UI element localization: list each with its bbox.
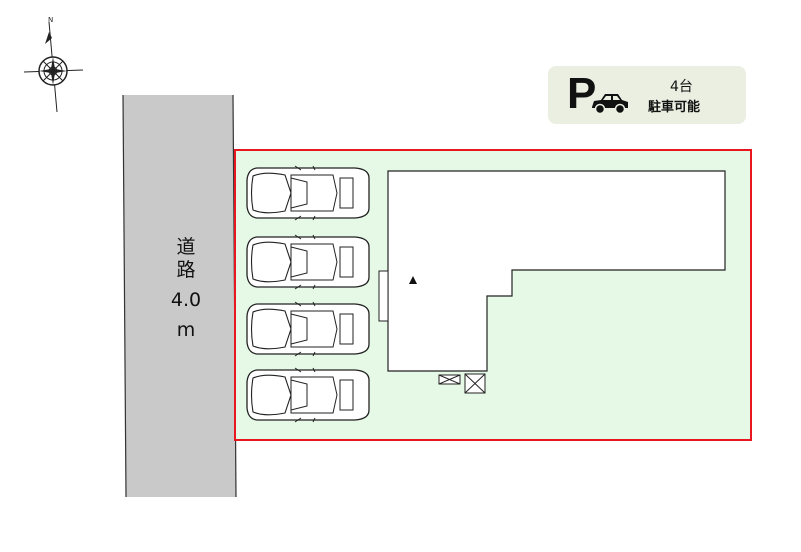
compass-rose-icon: N — [23, 16, 84, 113]
entrance-porch — [378, 270, 389, 322]
parking-note: 駐車可能 — [648, 100, 701, 115]
road-label-char-1: 道 — [176, 236, 195, 258]
entrance-marker-icon — [409, 276, 417, 284]
car-icon — [592, 94, 628, 115]
road-label-char-2: 路 — [176, 259, 195, 281]
road-width-unit: m — [177, 319, 196, 341]
parking-count: 4台 — [670, 79, 693, 95]
parking-icon-letter: P — [567, 69, 597, 118]
meter-box-small — [438, 374, 461, 385]
parked-car — [246, 367, 370, 423]
road: 道 路 4.0 m — [122, 94, 237, 498]
meter-box-large — [464, 373, 486, 394]
road-width-value: 4.0 — [171, 289, 201, 311]
building-footprint — [387, 170, 726, 372]
parked-car — [246, 165, 370, 221]
parked-car — [246, 234, 370, 290]
compass-north-label: N — [48, 16, 53, 24]
parked-car — [246, 301, 370, 357]
parking-badge: P 4台 駐車可能 — [548, 66, 746, 124]
